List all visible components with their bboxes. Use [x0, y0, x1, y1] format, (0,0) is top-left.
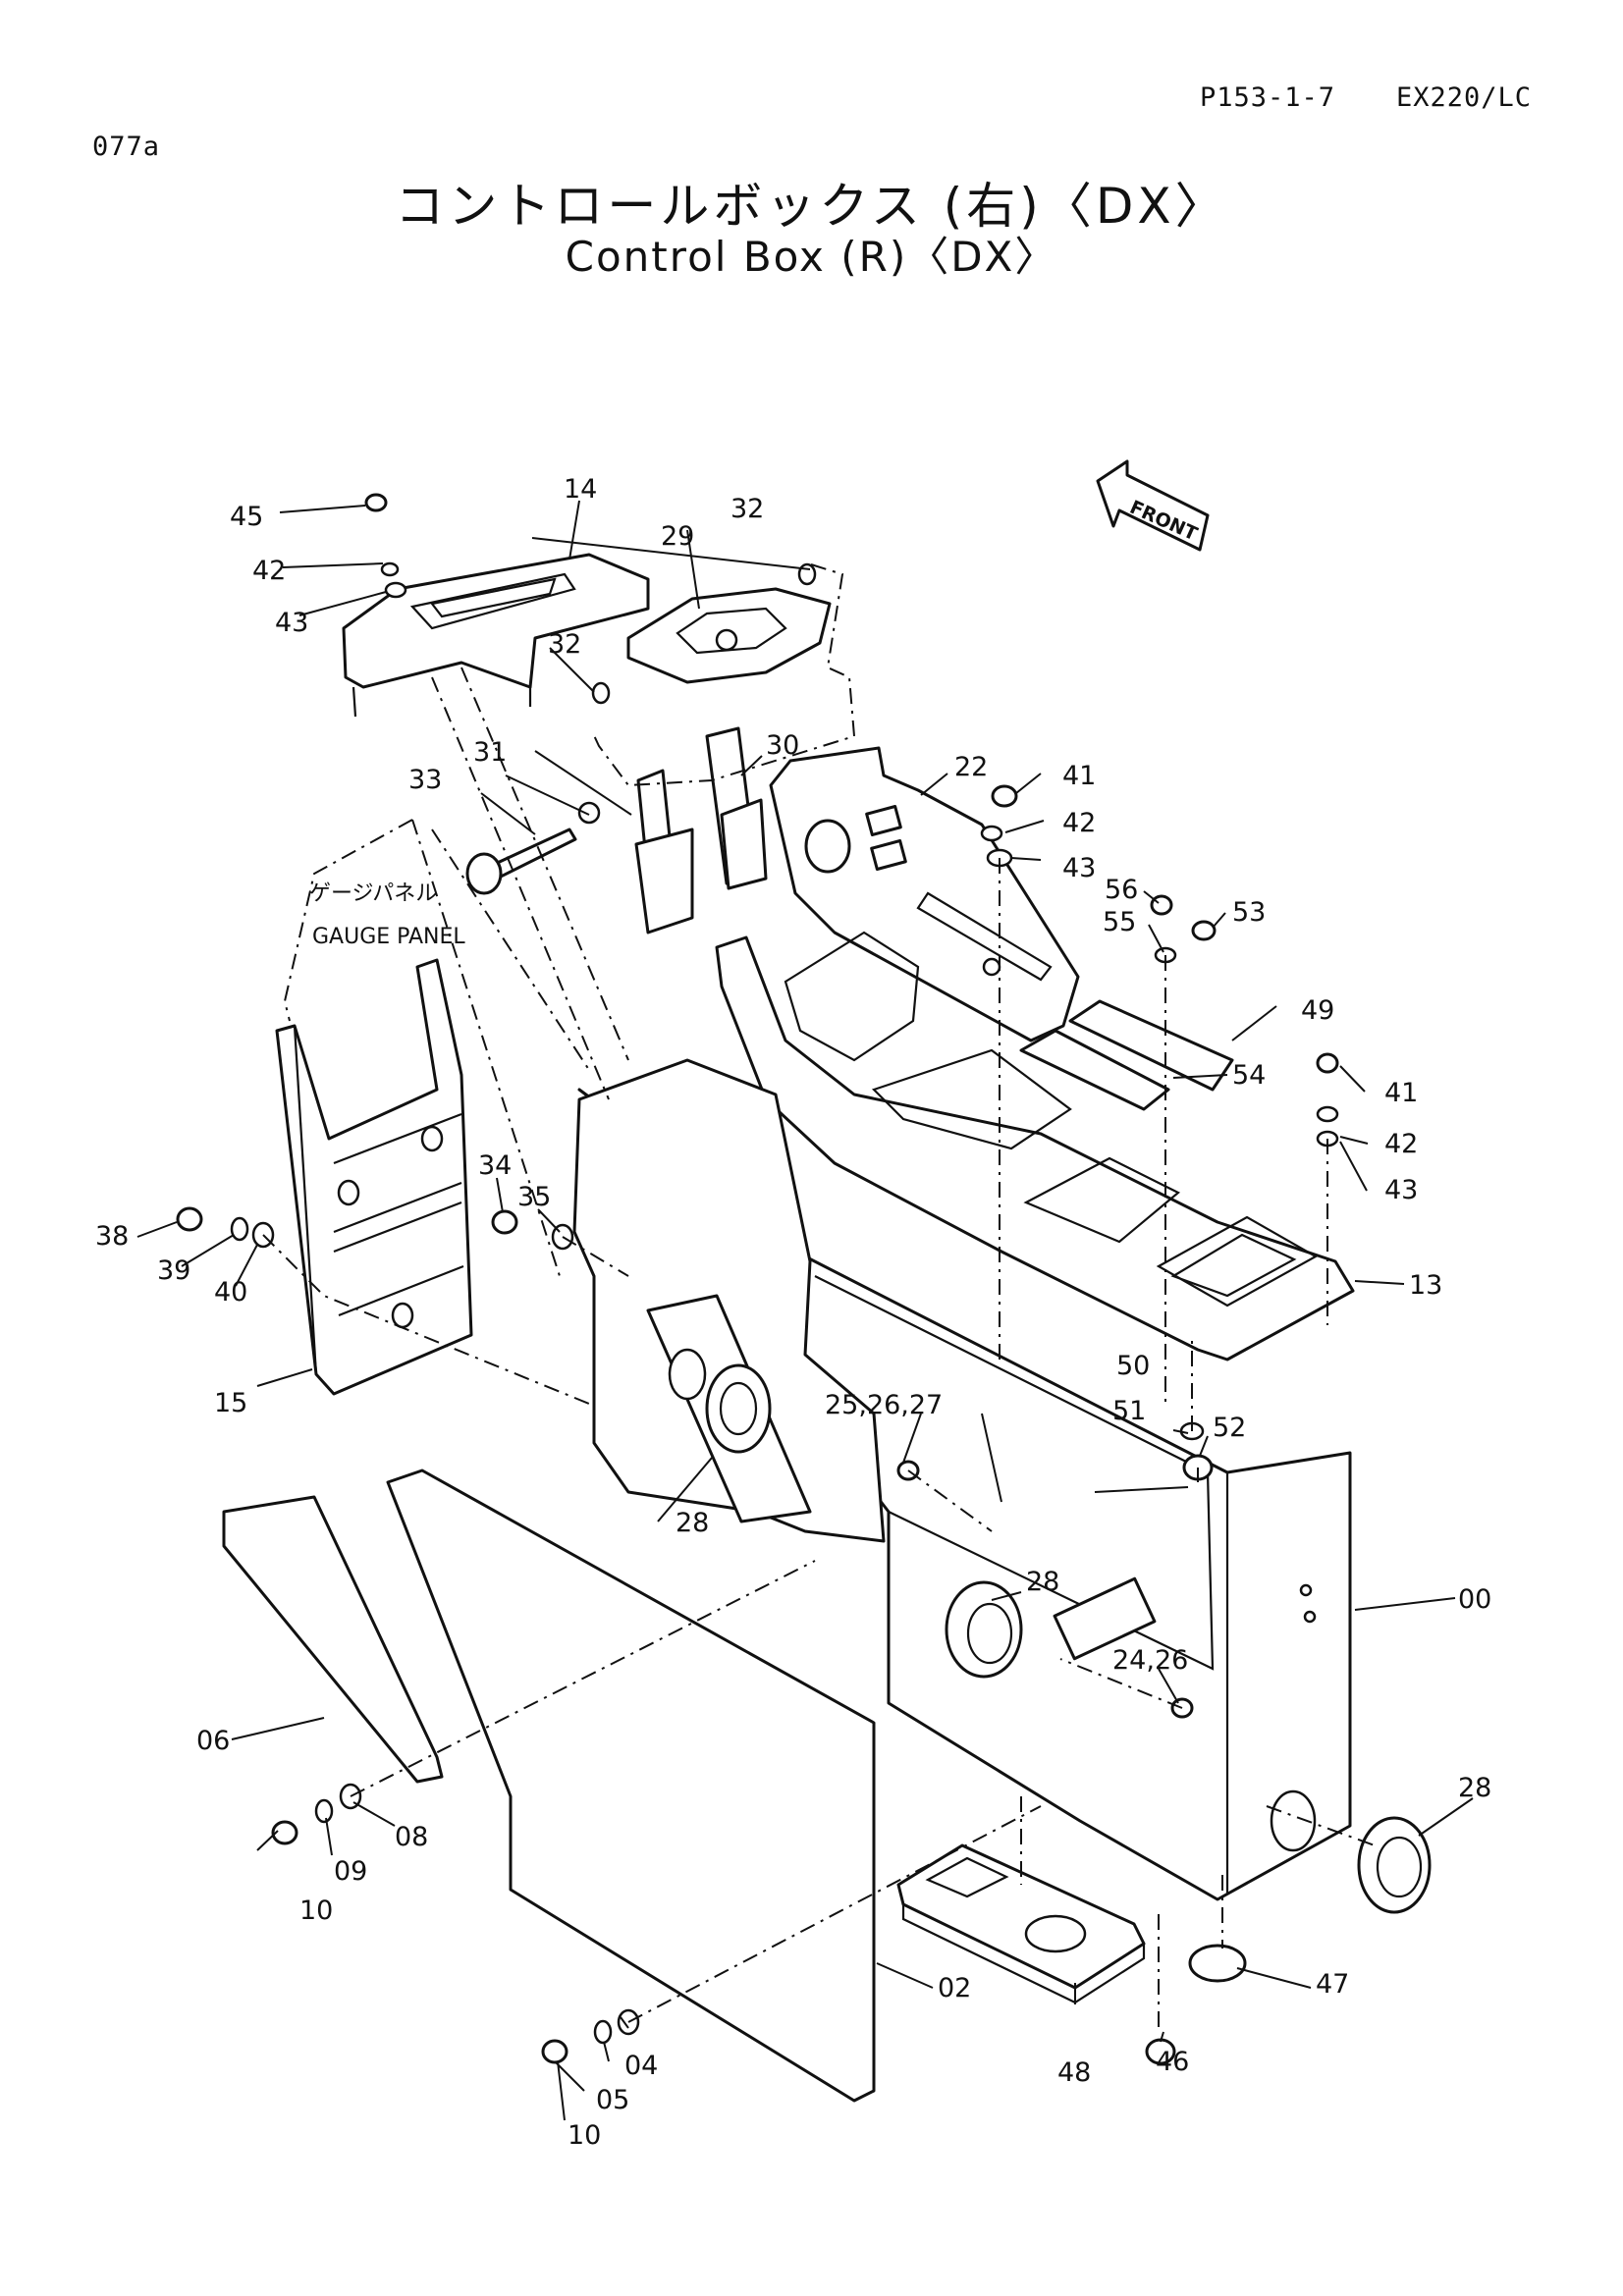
- part-22-panel: [769, 746, 1080, 1042]
- callout-32b: 32: [548, 629, 581, 660]
- callout-46: 46: [1156, 2047, 1189, 2077]
- callout-15: 15: [214, 1388, 247, 1418]
- callout-33: 33: [408, 765, 442, 795]
- callout-56: 56: [1105, 875, 1138, 905]
- part-48-plate: [896, 1843, 1146, 2004]
- callout-32a: 32: [730, 494, 764, 524]
- callout-25-26-27: 25,26,27: [825, 1390, 943, 1420]
- callout-29: 29: [661, 521, 694, 552]
- assembly-lines: [262, 563, 1376, 2032]
- part-33-bolt: [465, 801, 601, 895]
- part-29-plate: [626, 587, 832, 684]
- front-arrow: FRONT: [1096, 459, 1210, 552]
- callout-13: 13: [1409, 1270, 1442, 1301]
- callout-55: 55: [1103, 907, 1136, 937]
- callout-10a: 10: [299, 1896, 333, 1926]
- gauge-panel-label-ja: ゲージパネル: [309, 881, 437, 906]
- callout-30: 30: [766, 730, 799, 761]
- gauge-panel-label-en: GAUGE PANEL: [312, 925, 465, 949]
- callout-50: 50: [1116, 1351, 1150, 1381]
- part-02-panel: [386, 1468, 876, 2103]
- callout-42b: 42: [1062, 808, 1096, 838]
- callout-48: 48: [1057, 2057, 1091, 2088]
- callout-10b: 10: [568, 2120, 601, 2151]
- part-00-box: [577, 1088, 1352, 1901]
- title-english: Control Box (R)〈DX〉: [565, 233, 1058, 281]
- callout-35: 35: [517, 1182, 551, 1212]
- callout-28a: 28: [676, 1508, 709, 1538]
- callout-06: 06: [196, 1726, 230, 1756]
- callout-numbers: 00 02 04 05 06 08 09 10 10 13 14 15 22 2…: [95, 474, 1491, 2151]
- page-code: P153-1-7: [1200, 82, 1336, 113]
- callout-22: 22: [954, 752, 988, 782]
- callout-40: 40: [214, 1277, 247, 1308]
- grommets: [945, 1580, 1432, 2065]
- figure-id: 077a: [92, 132, 161, 162]
- callout-02: 02: [938, 1973, 971, 2003]
- callout-52: 52: [1213, 1413, 1246, 1443]
- side-support-plate: [572, 1058, 886, 1543]
- callout-54: 54: [1232, 1060, 1266, 1091]
- model-code: EX220/LC: [1396, 82, 1533, 113]
- leader-lines: [136, 500, 1474, 2121]
- callout-43c: 43: [1384, 1175, 1418, 1205]
- callout-41b: 41: [1384, 1078, 1418, 1108]
- callout-09: 09: [334, 1856, 367, 1887]
- callout-51: 51: [1112, 1396, 1146, 1426]
- callout-43b: 43: [1062, 853, 1096, 883]
- callout-42c: 42: [1384, 1129, 1418, 1159]
- callout-24-26: 24,26: [1112, 1645, 1188, 1676]
- callout-28c: 28: [1458, 1773, 1491, 1803]
- callout-05: 05: [596, 2085, 629, 2115]
- callout-08: 08: [395, 1822, 428, 1852]
- callout-43a: 43: [275, 608, 308, 638]
- part-13-frame: [715, 931, 1355, 1362]
- part-30-31-brackets: [634, 726, 768, 934]
- part-14-cover: [342, 553, 650, 718]
- callout-31: 31: [473, 737, 507, 768]
- callout-45: 45: [230, 502, 263, 532]
- callout-14: 14: [564, 474, 597, 505]
- callout-28b: 28: [1026, 1567, 1059, 1597]
- callout-53: 53: [1232, 897, 1266, 928]
- callout-47: 47: [1316, 1969, 1349, 2000]
- callout-39: 39: [157, 1255, 190, 1286]
- callout-04: 04: [624, 2051, 658, 2081]
- part-06-cover: [222, 1495, 444, 1784]
- callout-38: 38: [95, 1221, 129, 1252]
- callout-00: 00: [1458, 1584, 1491, 1615]
- callout-42a: 42: [252, 556, 286, 586]
- part-15-gauge-panel: [275, 958, 473, 1396]
- callout-34: 34: [478, 1150, 512, 1181]
- title-japanese: コントロールボックス (右)〈DX〉: [395, 178, 1228, 235]
- callout-41a: 41: [1062, 761, 1096, 791]
- callout-49: 49: [1301, 995, 1334, 1026]
